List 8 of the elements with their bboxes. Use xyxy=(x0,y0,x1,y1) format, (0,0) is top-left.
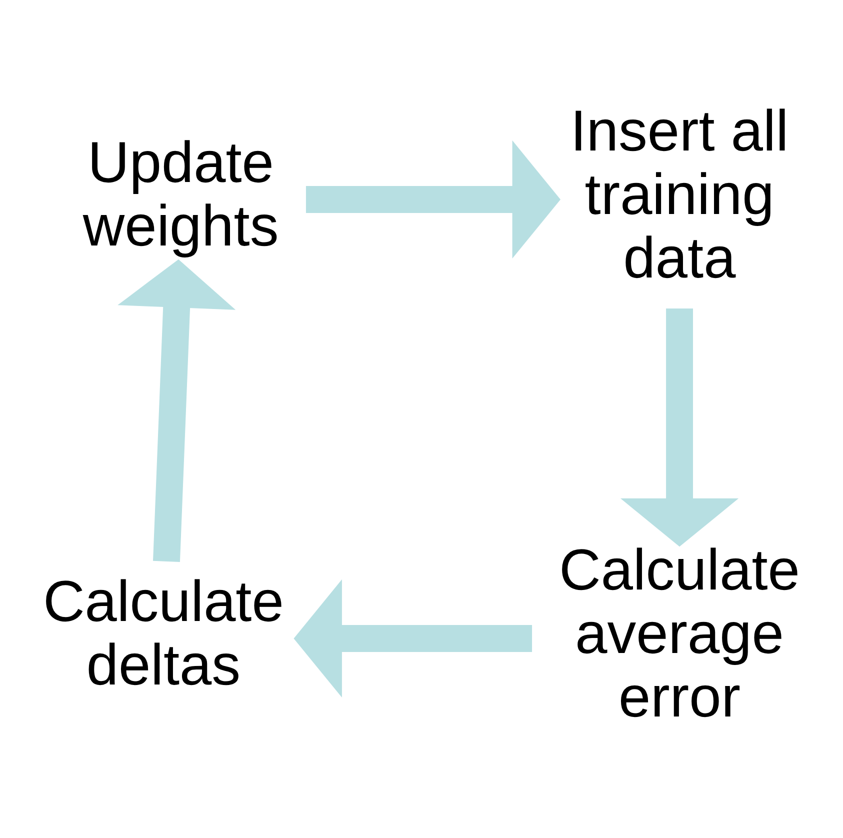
arrow xyxy=(118,259,236,562)
node-text: Calculate average error xyxy=(559,538,800,730)
arrow xyxy=(620,308,739,547)
node-text: Calculate deltas xyxy=(43,570,284,698)
arrow xyxy=(294,579,532,698)
arrow xyxy=(306,140,560,259)
node-text: Update weights xyxy=(82,131,279,259)
node-text: Insert all training data xyxy=(570,99,789,290)
